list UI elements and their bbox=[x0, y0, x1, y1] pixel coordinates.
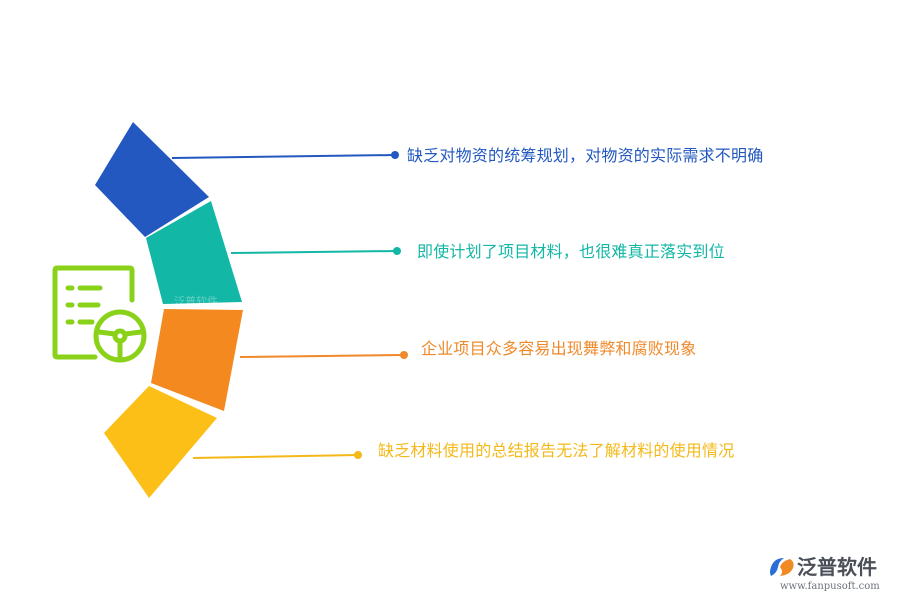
connector-dot-3 bbox=[400, 351, 408, 359]
item-text-4: 缺乏材料使用的总结报告无法了解材料的使用情况 bbox=[378, 441, 735, 460]
connector-dot-2 bbox=[393, 247, 401, 255]
item-text-1: 缺乏对物资的统筹规划，对物资的实际需求不明确 bbox=[407, 146, 764, 165]
segment-2-block bbox=[146, 201, 242, 304]
item-text-2: 即使计划了项目材料，也很难真正落实到位 bbox=[417, 242, 725, 261]
logo-mark-icon bbox=[770, 558, 794, 576]
segment-3-block bbox=[151, 309, 243, 411]
segment-1-block bbox=[95, 122, 209, 237]
logo-url: www.fanpusoft.com bbox=[780, 581, 880, 592]
logo-name: 泛普软件 bbox=[797, 555, 877, 579]
connector-line-2 bbox=[230, 250, 398, 254]
checklist-steering-wheel-icon bbox=[52, 265, 147, 363]
connector-line-1 bbox=[171, 154, 396, 159]
brand-logo: 泛普软件 www.fanpusoft.com bbox=[768, 553, 896, 595]
watermark-text: 泛普软件 bbox=[174, 295, 218, 308]
connector-line-4 bbox=[192, 454, 359, 459]
connector-line-3 bbox=[239, 354, 405, 358]
item-text-3: 企业项目众多容易出现舞弊和腐败现象 bbox=[421, 339, 697, 358]
connector-dot-1 bbox=[391, 151, 399, 159]
segment-4-block bbox=[104, 386, 217, 498]
connector-dot-4 bbox=[354, 451, 362, 459]
